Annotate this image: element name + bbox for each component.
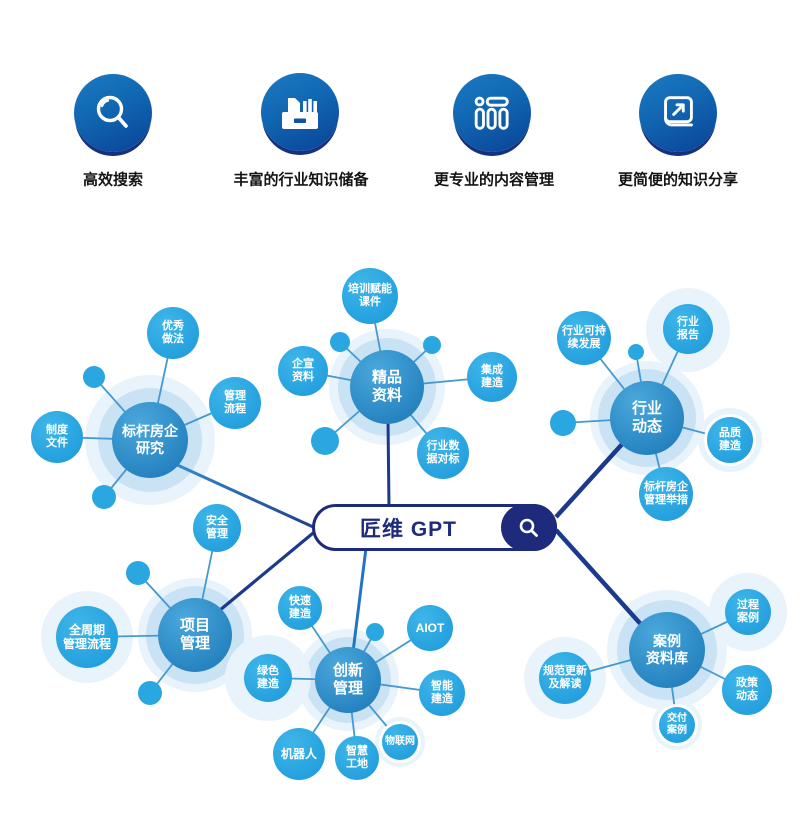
sat-management-process[interactable]: 管理 流程 xyxy=(209,377,261,429)
hub-project-management[interactable]: 项目 管理 xyxy=(158,598,232,672)
node-dot xyxy=(423,336,441,354)
sat-integrated-construction[interactable]: 集成 建造 xyxy=(467,352,517,402)
sat-green-construction[interactable]: 绿色 建造 xyxy=(244,654,292,702)
node-dot xyxy=(628,344,644,360)
search-icon xyxy=(74,74,152,152)
sat-standards-updates[interactable]: 规范更新 及解读 xyxy=(539,652,591,704)
node-dot xyxy=(550,410,576,436)
sat-process-cases[interactable]: 过程 案例 xyxy=(725,589,771,635)
archive-box-icon xyxy=(282,98,318,129)
node-dot xyxy=(138,681,162,705)
sat-full-cycle-process[interactable]: 全周期 管理流程 xyxy=(56,606,118,668)
node-dot xyxy=(366,623,384,641)
sat-robots[interactable]: 机器人 xyxy=(273,728,325,780)
feature-label-content: 更专业的内容管理 xyxy=(433,171,555,189)
sat-smart-construction[interactable]: 智能 建造 xyxy=(419,670,465,716)
sat-iot[interactable]: 物联网 xyxy=(382,724,418,760)
book-share-icon xyxy=(664,96,693,127)
feature-label-search: 高效搜索 xyxy=(82,171,144,189)
sat-corporate-publicity[interactable]: 企宣 资料 xyxy=(278,346,328,396)
sat-industry-sustainability[interactable]: 行业可持 续发展 xyxy=(557,311,611,365)
sat-benchmark-measures[interactable]: 标杆房企 管理举措 xyxy=(639,467,693,521)
sat-best-practices[interactable]: 优秀 做法 xyxy=(147,307,199,359)
content-columns-icon xyxy=(453,74,531,152)
sat-policy-documents[interactable]: 制度 文件 xyxy=(31,411,83,463)
book-share-icon xyxy=(639,74,717,152)
search-icon xyxy=(96,95,128,128)
node-dot xyxy=(83,366,105,388)
node-dot xyxy=(92,485,116,509)
hub-industry-trends[interactable]: 行业 动态 xyxy=(610,381,684,455)
search-button[interactable] xyxy=(501,504,557,551)
node-dot xyxy=(330,332,350,352)
hub-case-database[interactable]: 案例 资料库 xyxy=(629,612,705,688)
sat-training-courseware[interactable]: 培训赋能 课件 xyxy=(342,268,398,324)
hub-benchmark-research[interactable]: 标杆房企 研究 xyxy=(112,402,188,478)
node-dot xyxy=(126,561,150,585)
center-title: 匠维 GPT xyxy=(359,517,457,541)
hub-premium-materials[interactable]: 精品 资料 xyxy=(350,350,424,424)
sat-policy-trends[interactable]: 政策 动态 xyxy=(722,665,772,715)
sat-safety-management[interactable]: 安全 管理 xyxy=(193,504,241,552)
feature-label-knowledge: 丰富的行业知识储备 xyxy=(233,171,369,189)
sat-smart-site[interactable]: 智慧 工地 xyxy=(335,736,379,780)
search-icon xyxy=(519,518,538,537)
sat-aiot[interactable]: AIOT xyxy=(407,605,453,651)
center-search-pill[interactable]: 匠维 GPT xyxy=(312,504,557,551)
feature-label-share: 更简便的知识分享 xyxy=(617,171,739,189)
sat-industry-report[interactable]: 行业 报告 xyxy=(663,304,713,354)
archive-box-icon xyxy=(261,73,339,151)
sat-quality-construction[interactable]: 品质 建造 xyxy=(707,417,753,463)
content-columns-icon xyxy=(474,96,509,130)
sat-rapid-construction[interactable]: 快速 建造 xyxy=(278,586,322,630)
node-dot xyxy=(311,427,339,455)
sat-industry-data-benchmark[interactable]: 行业数 据对标 xyxy=(417,427,469,479)
hub-innovation-management[interactable]: 创新 管理 xyxy=(315,647,381,713)
sat-delivery-cases[interactable]: 交付 案例 xyxy=(659,707,695,743)
